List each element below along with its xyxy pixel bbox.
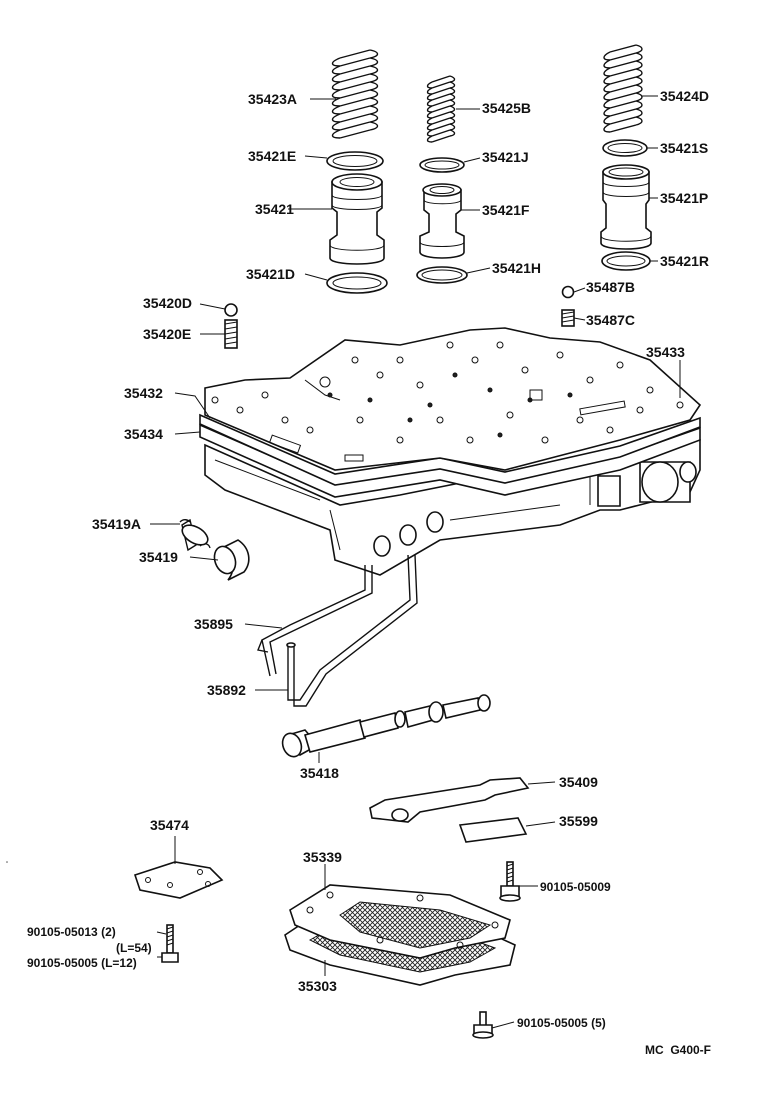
label-35487C: 35487C: [586, 312, 635, 328]
label-90105-05013: 90105-05013 (2): [27, 925, 116, 939]
strainer-35339: [289, 884, 511, 959]
spring-35420E: [224, 319, 238, 349]
plug-35419: [213, 539, 250, 581]
o-ring-35421J: [419, 157, 465, 173]
detent-spring-35409: [369, 777, 530, 823]
label-35424D: 35424D: [660, 88, 709, 104]
o-ring-35421E: [326, 151, 384, 171]
label-35339: 35339: [303, 849, 342, 865]
label-35409: 35409: [559, 774, 598, 790]
label-35303: 35303: [298, 978, 337, 994]
leader-lines: [150, 95, 681, 1029]
plate-35433: [204, 327, 702, 471]
oil-tube-35895: [257, 565, 373, 677]
label-35420D: 35420D: [143, 295, 192, 311]
piston-35421F: [419, 183, 465, 259]
o-ring-35421S: [602, 139, 648, 157]
o-ring-35421R: [601, 251, 651, 271]
label-35474: 35474: [150, 817, 189, 833]
part-labels: 35423A 35425B 35424D 35421E 35421J 35421…: [27, 88, 711, 1057]
label-35419A: 35419A: [92, 516, 141, 532]
label-90105-05009: 90105-05009: [540, 880, 611, 894]
label-35421: 35421: [255, 201, 294, 217]
label-90105-05005-L12: 90105-05005 (L=12): [27, 956, 137, 970]
bolt-90105-05013: [161, 924, 179, 963]
label-35487B: 35487B: [586, 279, 635, 295]
label-35425B: 35425B: [482, 100, 531, 116]
label-35432: 35432: [124, 385, 163, 401]
label-35421J: 35421J: [482, 149, 529, 165]
label-35599: 35599: [559, 813, 598, 829]
label-35418: 35418: [300, 765, 339, 781]
label-35421R: 35421R: [660, 253, 709, 269]
oil-tube-35892: [286, 554, 418, 707]
label-35895: 35895: [194, 616, 233, 632]
stray-dot: [6, 861, 8, 863]
piston-35421: [329, 173, 385, 265]
label-90105-05005-5: 90105-05005 (5): [517, 1016, 606, 1030]
label-35434: 35434: [124, 426, 163, 442]
label-35421D: 35421D: [246, 266, 295, 282]
label-35421S: 35421S: [660, 140, 708, 156]
label-35892: 35892: [207, 682, 246, 698]
label-35421P: 35421P: [660, 190, 708, 206]
bolt-90105-05009: [499, 861, 521, 902]
label-35419: 35419: [139, 549, 178, 565]
bolt-90105-05005-5: [472, 1011, 494, 1039]
label-35421E: 35421E: [248, 148, 296, 164]
o-ring-35421D: [326, 272, 388, 294]
cover-plate-35599: [458, 817, 528, 843]
spring-35487C: [561, 309, 575, 327]
label-L54: (L=54): [116, 941, 152, 955]
label-35423A: 35423A: [248, 91, 297, 107]
label-35433: 35433: [646, 344, 685, 360]
spring-35425B: [426, 75, 456, 143]
spring-35423A: [331, 49, 379, 139]
o-ring-35421H: [416, 266, 468, 284]
label-35421F: 35421F: [482, 202, 530, 218]
spring-35424D: [603, 44, 643, 133]
plate-holes: [211, 341, 684, 444]
footer-code: MC G400-F: [645, 1043, 711, 1057]
plate-35474: [133, 861, 224, 899]
spring-35419A: [179, 518, 211, 552]
label-35420E: 35420E: [143, 326, 191, 342]
label-35421H: 35421H: [492, 260, 541, 276]
check-ball-35420D: [224, 303, 238, 317]
piston-35421P: [600, 164, 652, 250]
check-ball-35487B: [561, 285, 575, 299]
manual-valve-35418: [281, 694, 491, 758]
